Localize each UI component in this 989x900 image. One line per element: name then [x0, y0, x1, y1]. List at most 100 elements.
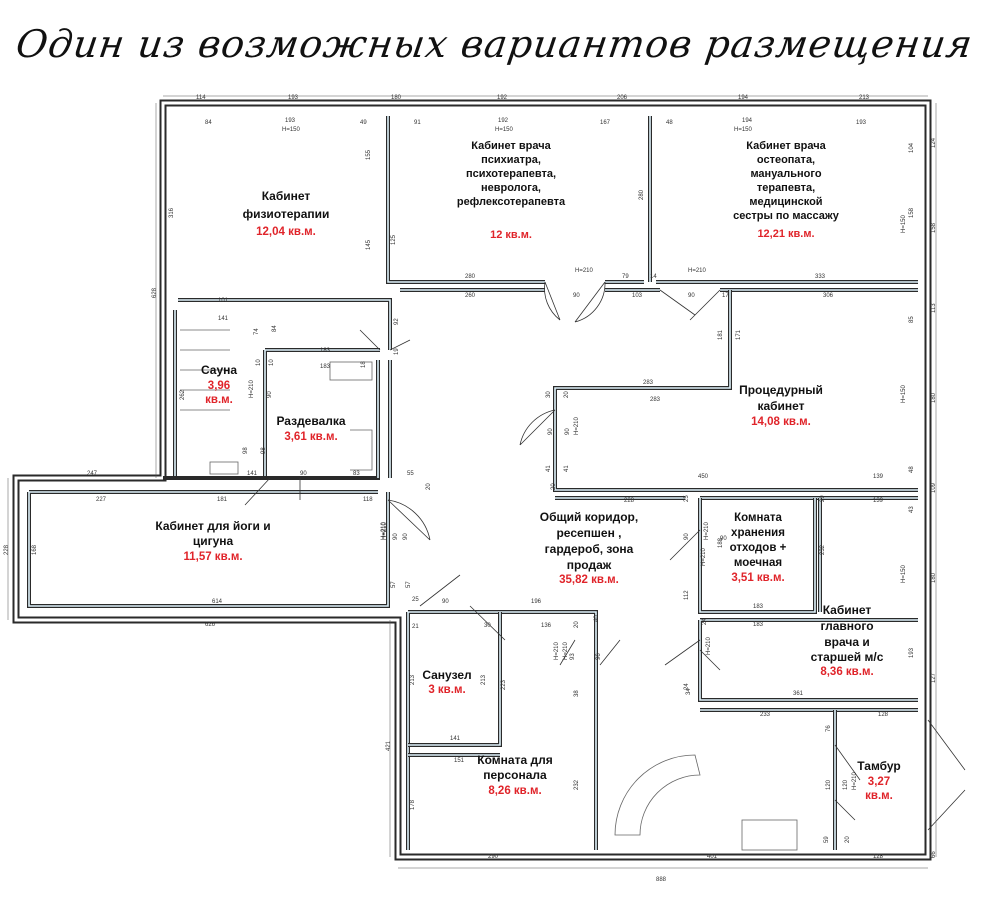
dim-label: 98: [243, 447, 249, 454]
dim-label: H=210: [704, 521, 710, 540]
dim-label: 84: [205, 120, 212, 126]
dim-label: 90: [573, 293, 580, 299]
interior-walls: [27, 116, 918, 850]
dim-label: 101: [218, 298, 229, 304]
room-name: Кабинет врача: [471, 140, 551, 152]
dim-label: 30: [484, 623, 491, 629]
dim-label: 104: [909, 142, 915, 153]
dim-label: H=210: [381, 521, 387, 540]
room-name: Кабинет: [262, 189, 311, 203]
room-razdevalka: Раздевалка 3,61 кв.м.: [276, 414, 345, 443]
room-fizioterapii: Кабинет физиотерапии 12,04 кв.м.: [243, 189, 330, 238]
dim-label: 155: [366, 149, 372, 160]
furniture: [180, 329, 798, 851]
dim-label: 247: [87, 471, 98, 477]
dim-label: 183: [320, 364, 331, 370]
dim-label: 20: [574, 621, 580, 628]
room-personala: Комната для персонала 8,26 кв.м.: [477, 753, 552, 797]
room-name: ресепшен ,: [556, 526, 621, 540]
dim-label: 213: [859, 95, 870, 101]
dim-label: 180: [931, 572, 937, 583]
dim-label: 223: [501, 679, 507, 690]
dim-label: 49: [360, 120, 367, 126]
dim-label: 48: [909, 466, 915, 473]
dim-label: 41: [546, 465, 552, 472]
dim-label: 29: [820, 495, 826, 502]
dim-label: 41: [564, 465, 570, 472]
dimension-lines: [7, 95, 937, 869]
room-area: кв.м.: [865, 790, 893, 802]
dim-label: 158: [909, 207, 915, 218]
room-yoga: Кабинет для йоги и цигуна 11,57 кв.м.: [155, 519, 270, 563]
dim-label: 280: [465, 274, 476, 280]
dim-label: 628: [152, 287, 158, 298]
dim-label: H=210: [554, 641, 560, 660]
room-sauna: Сауна 3,96 кв.м.: [201, 363, 237, 406]
dim-label: 193: [285, 118, 296, 124]
dim-label: 57: [406, 581, 412, 588]
dim-label: 59: [824, 836, 830, 843]
dim-label: 98: [261, 447, 267, 454]
dim-label: 20: [426, 483, 432, 490]
dim-label: 125: [391, 234, 397, 245]
dim-label: 24: [684, 683, 690, 690]
dim-label: 213: [481, 674, 487, 685]
dim-label: 91: [414, 120, 421, 126]
room-area: 3,51 кв.м.: [731, 572, 784, 584]
dim-label: 290: [488, 854, 499, 860]
room-name: невролога,: [481, 182, 541, 194]
dim-label: 626: [205, 622, 216, 628]
room-name: Комната: [734, 512, 782, 524]
dim-label: 18: [361, 361, 367, 368]
room-name: Раздевалка: [276, 414, 345, 428]
dim-label: 83: [353, 471, 360, 477]
dim-label: 90: [548, 428, 554, 435]
doors: [244, 281, 966, 831]
dim-label: 55: [407, 471, 414, 477]
room-name: персонала: [483, 768, 547, 782]
room-name: Процедурный: [739, 383, 823, 397]
room-area: 11,57 кв.м.: [183, 551, 242, 563]
dim-label: 280: [639, 189, 645, 200]
room-name: рефлексотерапевта: [457, 196, 566, 208]
room-name: гардероб, зона: [545, 542, 634, 556]
dim-label: 193: [288, 95, 299, 101]
room-name: главного: [820, 619, 873, 633]
dim-label: 10: [256, 359, 262, 366]
dim-label: 92: [394, 318, 400, 325]
dim-label: 228: [4, 544, 10, 555]
dim-label: H=150: [901, 384, 907, 403]
room-protsedurnyi: Процедурный кабинет 14,08 кв.м.: [739, 383, 823, 428]
dim-label: H=210: [575, 268, 594, 274]
dim-label: 421: [386, 740, 392, 751]
dim-label: 194: [742, 118, 753, 124]
room-name: остеопата,: [757, 154, 815, 166]
dims-left: 628 228 421 316 262 168: [4, 207, 392, 751]
dim-label: 113: [931, 303, 937, 313]
room-area: 3,61 кв.м.: [284, 431, 337, 443]
dim-label: 66: [931, 851, 937, 858]
room-sanuzel: Санузел 3 кв.м.: [422, 668, 471, 696]
dim-label: 194: [738, 95, 749, 101]
dim-label: 25: [684, 495, 690, 502]
dim-label: 167: [600, 120, 611, 126]
dim-label: 183: [753, 604, 764, 610]
dim-label: 306: [823, 293, 834, 299]
dim-label: 90: [403, 533, 409, 540]
dim-label: 25: [412, 597, 419, 603]
dims-right-inner: 104 H=150 158 85 H=150 48 43 H=150 193: [901, 142, 915, 658]
room-area: 8,26 кв.м.: [488, 785, 541, 797]
dim-label: 141: [450, 736, 461, 742]
dims-top-outer: 114 193 180 192 206 194 213: [196, 95, 870, 101]
dim-label: 180: [931, 392, 937, 403]
dim-label: H=210: [688, 268, 707, 274]
room-name: Кабинет: [823, 603, 872, 617]
dim-label: 196: [531, 599, 542, 605]
dim-label: 30: [546, 391, 552, 398]
dim-label: 401: [707, 854, 718, 860]
room-osteopata: Кабинет врача остеопата, мануального тер…: [733, 140, 840, 240]
dim-label: 213: [410, 674, 416, 685]
dim-label: 43: [909, 506, 915, 513]
dim-label: 178: [410, 799, 416, 810]
dim-label: 450: [698, 474, 709, 480]
